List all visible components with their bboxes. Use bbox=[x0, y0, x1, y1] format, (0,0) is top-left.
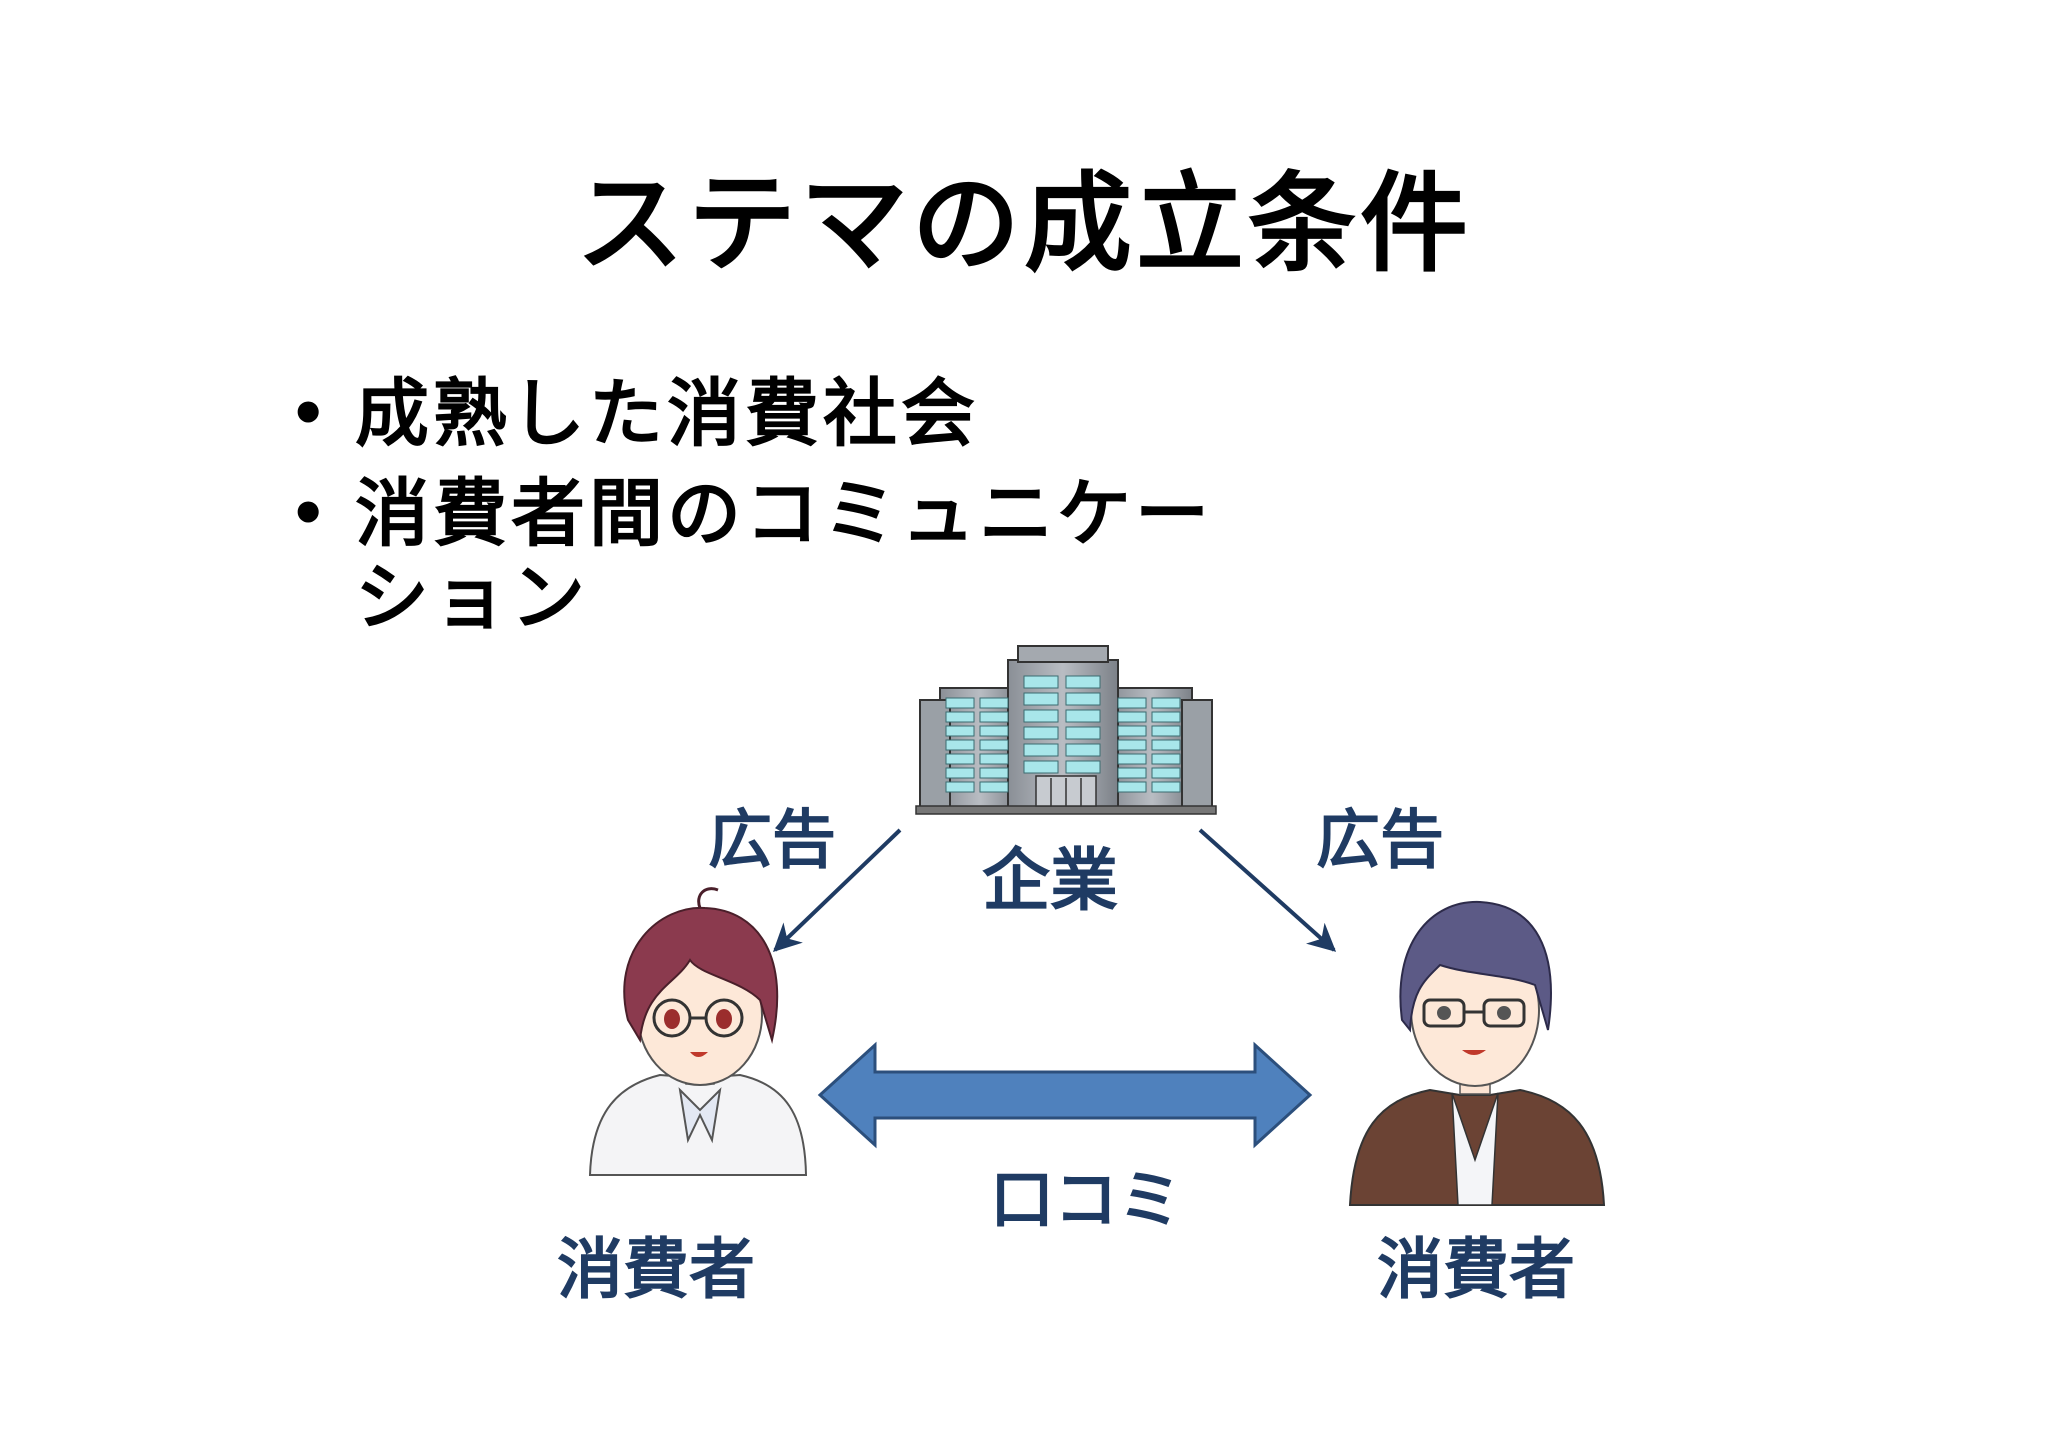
building-window bbox=[979, 781, 1009, 793]
ad-arrow-left bbox=[772, 828, 902, 952]
building-window bbox=[1023, 709, 1059, 723]
company-label: 企業 bbox=[982, 842, 1118, 921]
building-window bbox=[979, 767, 1009, 779]
building-window bbox=[1151, 767, 1181, 779]
building-window bbox=[1151, 781, 1181, 793]
building-window bbox=[1023, 692, 1059, 706]
building-window bbox=[1117, 753, 1147, 765]
word-of-mouth-label: 口コミ bbox=[990, 1164, 1182, 1238]
building-window bbox=[945, 725, 975, 737]
bullet-text: 消費者間のコミュニケーション bbox=[355, 471, 1213, 641]
building-window bbox=[1065, 692, 1101, 706]
building-window bbox=[1065, 760, 1101, 774]
building-window bbox=[1117, 711, 1147, 723]
bullet-text: 成熟した消費社会 bbox=[355, 371, 979, 457]
building-window bbox=[1151, 739, 1181, 751]
building-window bbox=[979, 697, 1009, 709]
building-window bbox=[979, 725, 1009, 737]
building-window bbox=[945, 697, 975, 709]
company-building-icon bbox=[915, 645, 1217, 815]
bullet-item-mature-consumer-society: • 成熟した消費社会 bbox=[285, 372, 1245, 456]
slide-title: ステマの成立条件 bbox=[575, 162, 1472, 287]
building-window bbox=[1065, 726, 1101, 740]
building-window bbox=[1151, 711, 1181, 723]
building-window bbox=[979, 711, 1009, 723]
building-window bbox=[979, 739, 1009, 751]
building-window bbox=[945, 711, 975, 723]
consumer-label-left: 消費者 bbox=[557, 1231, 755, 1308]
building-window bbox=[1023, 760, 1059, 774]
building-window bbox=[1023, 675, 1059, 689]
consumer-label-right: 消費者 bbox=[1377, 1231, 1575, 1308]
building-window bbox=[1065, 709, 1101, 723]
bullet-marker: • bbox=[289, 479, 332, 549]
building-window bbox=[1117, 697, 1147, 709]
building-window bbox=[1117, 739, 1147, 751]
bullet-list: • 成熟した消費社会 • 消費者間のコミュニケーション bbox=[285, 372, 1245, 656]
female-consumer-avatar bbox=[588, 887, 808, 1176]
building-window bbox=[1023, 743, 1059, 757]
building-window bbox=[945, 767, 975, 779]
building-window bbox=[1117, 725, 1147, 737]
building-window bbox=[1151, 753, 1181, 765]
building-window bbox=[1023, 726, 1059, 740]
building-window bbox=[1117, 767, 1147, 779]
ad-arrow-right bbox=[1198, 828, 1337, 952]
building-window bbox=[945, 781, 975, 793]
building-window bbox=[945, 753, 975, 765]
building-window bbox=[1151, 725, 1181, 737]
ad-label-left: 広告 bbox=[708, 804, 836, 878]
bullet-item-consumer-communication: • 消費者間のコミュニケーション bbox=[285, 472, 1245, 640]
building-window bbox=[1065, 743, 1101, 757]
building-window bbox=[1151, 697, 1181, 709]
building-window bbox=[945, 739, 975, 751]
male-consumer-avatar bbox=[1348, 900, 1606, 1206]
building-window bbox=[979, 753, 1009, 765]
building-window bbox=[1065, 675, 1101, 689]
ad-label-right: 広告 bbox=[1316, 804, 1444, 878]
word-of-mouth-double-arrow bbox=[817, 1041, 1313, 1149]
bullet-marker: • bbox=[289, 379, 332, 449]
building-window bbox=[1117, 781, 1147, 793]
